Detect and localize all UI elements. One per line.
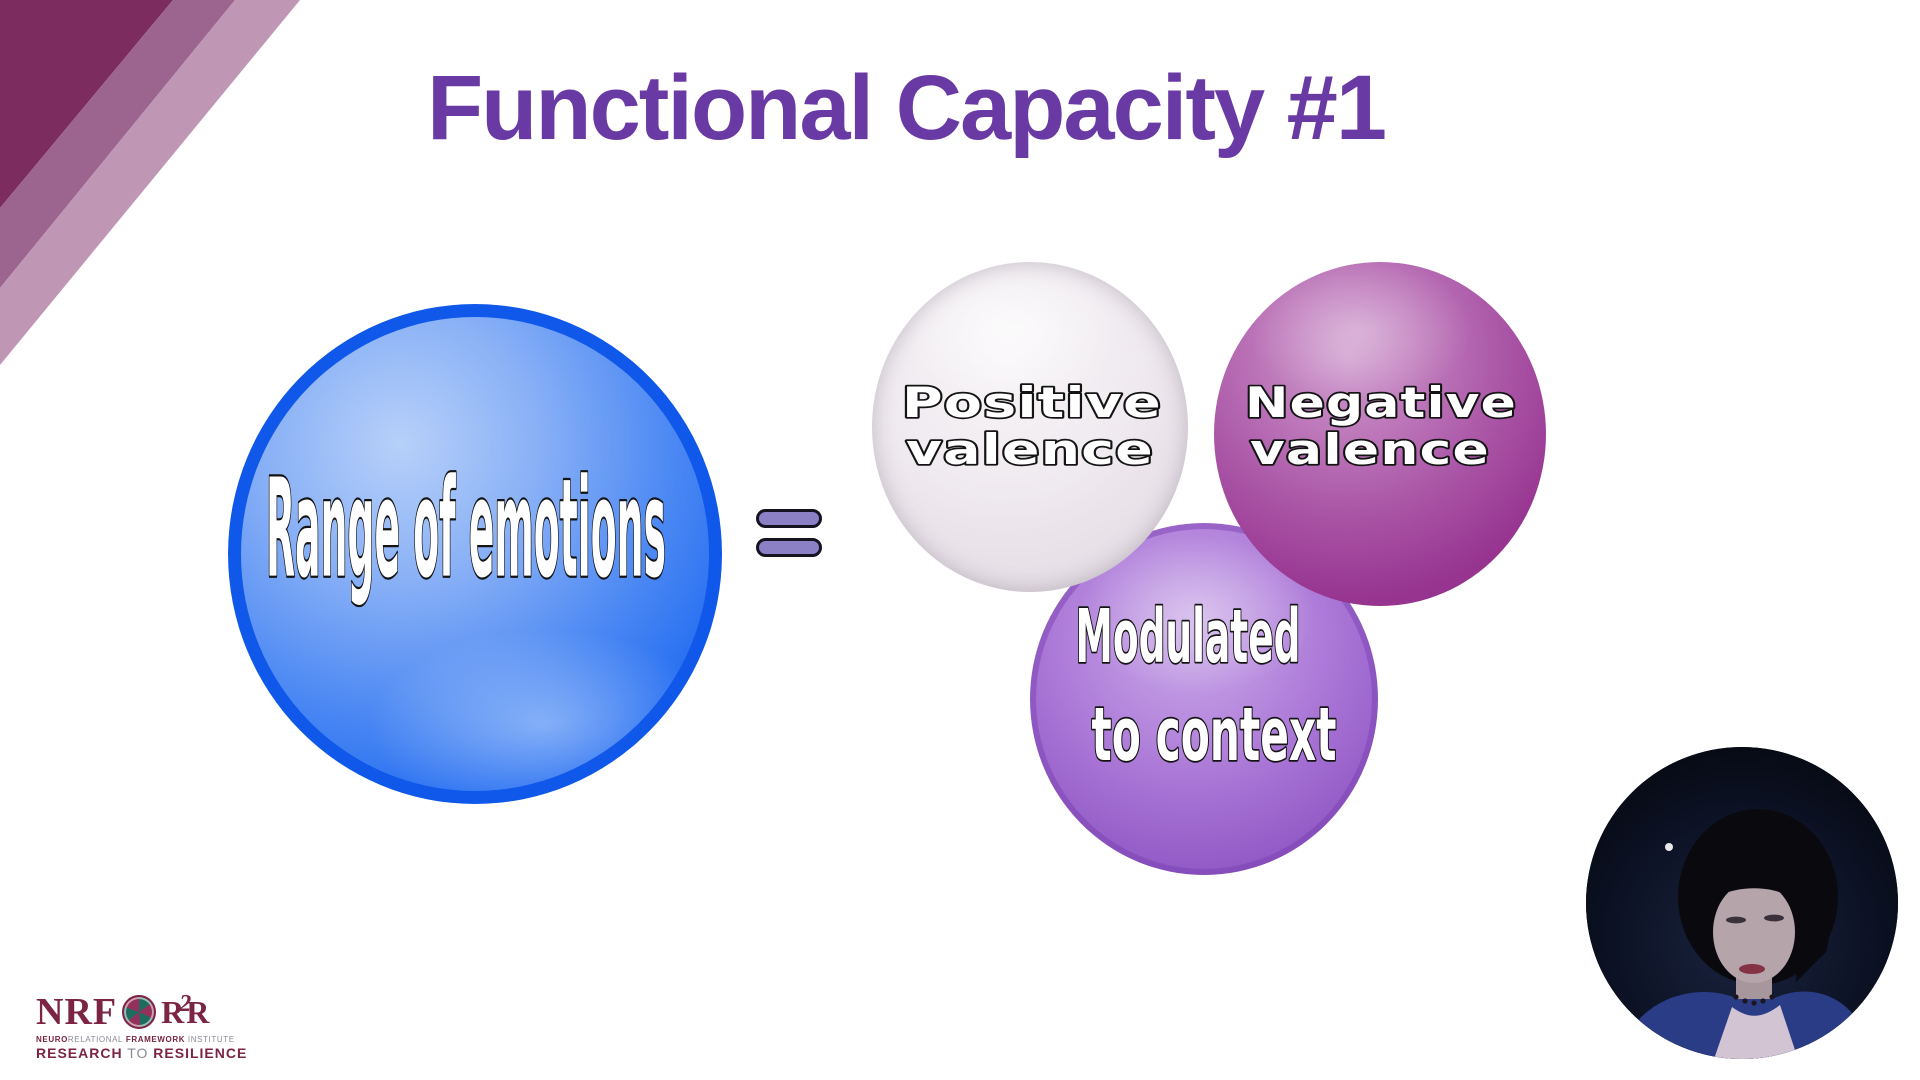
corner-stripes-decoration [0,0,300,365]
r2r-script-2: 2 [179,991,191,1017]
background-light-icon [1665,843,1673,851]
equals-bottom-bar [756,538,822,557]
presenter-webcam[interactable] [1586,747,1898,1059]
equals-top-bar [756,509,822,528]
nrf-pinwheel-icon [122,995,157,1029]
r2r-last-r: R [186,994,209,1030]
presenter-eye [1726,916,1746,924]
r2r-first-r: R [161,994,184,1030]
presenter-lips [1739,964,1765,974]
presenter-eye [1764,914,1784,922]
range-of-emotions-bubble [228,304,722,804]
logo-nrf-text: NRF [36,991,118,1033]
presenter-bangs [1718,863,1792,899]
presenter-hair-side [1791,842,1831,982]
stripe-light [0,0,300,365]
logo-subtitle-line1: NEURORELATIONAL FRAMEWORK INSTITUTE [36,1035,235,1044]
slide-title: Functional Capacity #1 [426,57,1387,159]
presenter-video-frame [1586,747,1898,1059]
presenter-face [1713,881,1795,983]
positive-valence-bubble [872,262,1188,592]
presenter-figure [1616,809,1876,1059]
logo-subtitle-line2: RESEARCH TO RESILIENCE [36,1045,248,1061]
presenter-necklace [1733,994,1775,1006]
presenter-blouse [1714,1005,1798,1059]
negative-valence-bubble [1214,262,1546,606]
equals-sign [756,509,822,567]
